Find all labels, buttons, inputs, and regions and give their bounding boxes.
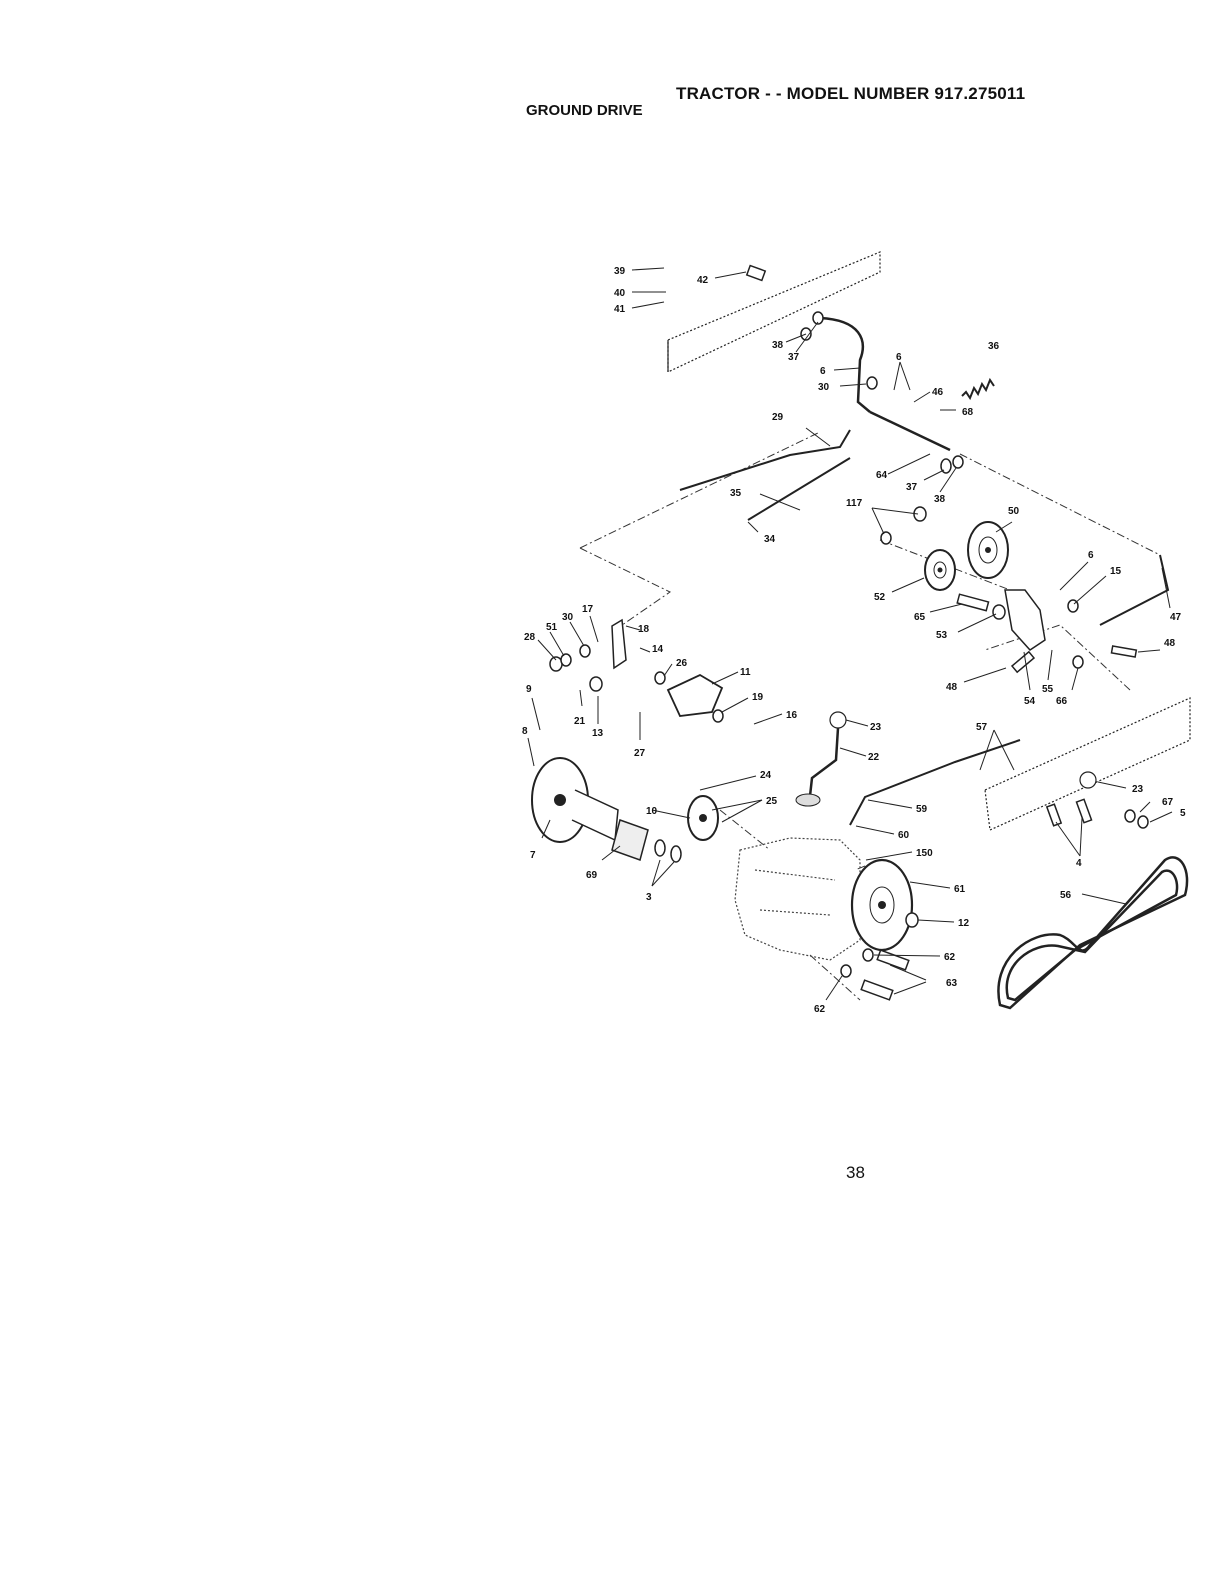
callout: 37 — [788, 352, 800, 363]
callout: 63 — [946, 978, 958, 989]
hub-7 — [531, 757, 619, 843]
callout-labels: 39 40 41 42 38 37 36 6 6 30 46 68 29 64 … — [522, 266, 1186, 1015]
callout: 22 — [868, 752, 880, 763]
knob-23 — [829, 711, 847, 729]
callout: 62 — [814, 1004, 826, 1015]
callout: 23 — [870, 722, 882, 733]
callout: 36 — [988, 341, 1000, 352]
bushing-69 — [611, 819, 649, 861]
callout: 3 — [646, 892, 652, 903]
callout: 18 — [638, 624, 650, 635]
callout: 8 — [522, 726, 528, 737]
callout: 25 — [766, 796, 778, 807]
idler-bracket — [1004, 589, 1046, 651]
callout: 14 — [652, 644, 664, 655]
callout: 40 — [614, 288, 626, 299]
lever-base — [795, 793, 821, 807]
assembly-lines — [579, 431, 1161, 1001]
shift-lever — [808, 727, 840, 797]
callout: 21 — [574, 716, 586, 727]
callout: 150 — [916, 848, 933, 859]
spring-36 — [961, 377, 995, 401]
callout: 48 — [946, 682, 958, 693]
callout: 10 — [646, 806, 658, 817]
callout: 28 — [524, 632, 536, 643]
callout: 64 — [876, 470, 888, 481]
callout: 38 — [934, 494, 946, 505]
callout: 19 — [752, 692, 764, 703]
page-number: 38 — [846, 1163, 865, 1182]
page-title: TRACTOR - - MODEL NUMBER 917.275011 — [676, 84, 1026, 103]
shift-rod — [679, 429, 851, 491]
callout: 35 — [730, 488, 742, 499]
callout: 59 — [916, 804, 928, 815]
rod-59 — [849, 739, 1021, 826]
callout: 48 — [1164, 638, 1176, 649]
callout: 41 — [614, 304, 626, 315]
rod-35 — [747, 457, 851, 521]
idler-pulley-50 — [967, 521, 1009, 579]
brake-disc — [687, 795, 719, 841]
callout: 6 — [896, 352, 902, 363]
callout: 17 — [582, 604, 594, 615]
callout: 6 — [820, 366, 826, 377]
callout: 117 — [846, 498, 863, 509]
callout: 11 — [740, 667, 751, 678]
callout: 50 — [1008, 506, 1020, 517]
callout: 51 — [546, 622, 558, 633]
callout: 26 — [676, 658, 688, 669]
callout: 52 — [874, 592, 886, 603]
callout: 68 — [962, 407, 974, 418]
cross-shaft — [819, 316, 951, 452]
transaxle — [734, 837, 861, 961]
bracket-18 — [611, 618, 627, 670]
callout: 62 — [944, 952, 956, 963]
callout: 54 — [1024, 696, 1036, 707]
callout: 65 — [914, 612, 926, 623]
transaxle-pulley-61 — [850, 858, 914, 952]
knob-23b — [1079, 771, 1097, 789]
callout: 5 — [1180, 808, 1186, 819]
idler-pulley-52 — [924, 549, 956, 591]
callout: 9 — [526, 684, 532, 695]
callout: 38 — [772, 340, 784, 351]
callout: 67 — [1162, 797, 1174, 808]
callout: 7 — [530, 850, 536, 861]
callout: 42 — [697, 275, 709, 286]
callout: 55 — [1042, 684, 1054, 695]
callout: 57 — [976, 722, 988, 733]
callout: 69 — [586, 870, 598, 881]
callout: 34 — [764, 534, 776, 545]
callout: 46 — [932, 387, 944, 398]
callout: 47 — [1170, 612, 1182, 623]
callout: 16 — [786, 710, 798, 721]
callout: 39 — [614, 266, 626, 277]
callout: 27 — [634, 748, 646, 759]
callout: 66 — [1056, 696, 1068, 707]
callout: 6 — [1088, 550, 1094, 561]
callout: 60 — [898, 830, 910, 841]
callout: 4 — [1076, 858, 1082, 869]
lower-frame-rail — [984, 697, 1191, 831]
belt-56 — [997, 856, 1189, 1010]
callout: 29 — [772, 412, 784, 423]
rod-47 — [1099, 554, 1170, 626]
callout: 15 — [1110, 566, 1122, 577]
bracket-11 — [666, 673, 724, 717]
callout: 12 — [958, 918, 970, 929]
callout: 61 — [954, 884, 966, 895]
leader-lines — [527, 267, 1173, 1001]
callout: 24 — [760, 770, 772, 781]
callout: 30 — [562, 612, 574, 623]
callout: 23 — [1132, 784, 1144, 795]
callout: 13 — [592, 728, 604, 739]
callout: 53 — [936, 630, 948, 641]
callout: 30 — [818, 382, 830, 393]
callout: 56 — [1060, 890, 1072, 901]
callout: 37 — [906, 482, 918, 493]
upper-frame-rail — [667, 251, 881, 373]
section-title: GROUND DRIVE — [526, 102, 643, 119]
